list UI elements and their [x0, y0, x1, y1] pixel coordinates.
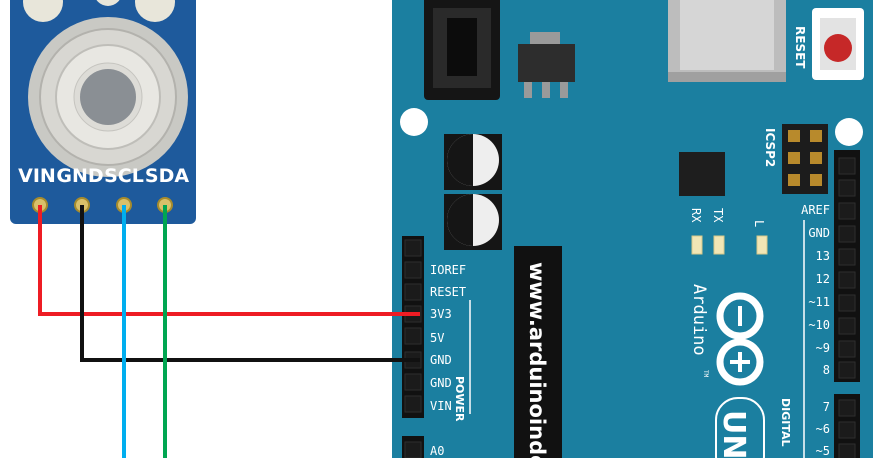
power-header [402, 236, 424, 418]
digital-pin-6: ~6 [816, 422, 830, 436]
website-text: www.arduinoindo [525, 262, 549, 458]
capacitor-bottom [444, 194, 502, 250]
power-pin-reset: RESET [430, 285, 466, 299]
digital-pin-10: ~10 [808, 318, 830, 332]
digital-pin-5: ~5 [816, 444, 830, 458]
analog-pin-a0: A0 [430, 444, 444, 458]
power-pin-gnd-2: GND [430, 376, 452, 390]
reset-label: RESET [793, 26, 807, 69]
power-group-label: POWER [453, 376, 466, 422]
digital-pin-7: 7 [823, 400, 830, 414]
regulator-tab [530, 32, 560, 44]
sensor-pin-label-gnd: GND [56, 165, 103, 187]
rx-label: RX [689, 208, 703, 223]
trademark: TM [702, 370, 709, 378]
digital-pin-12: 12 [816, 272, 830, 286]
sensor-capacitor-right [135, 0, 175, 22]
l-led [756, 235, 768, 255]
digital-pin-aref: AREF [801, 203, 830, 217]
digital-pin-8: 8 [823, 363, 830, 377]
digital-pin-gnd: GND [808, 226, 830, 240]
arduino-brand: Arduino [689, 284, 709, 356]
tx-label: TX [711, 208, 725, 223]
power-pin-5v: 5V [430, 331, 444, 345]
capacitor-top [444, 134, 502, 190]
ir-sensor-lens [80, 69, 136, 125]
sensor-pin-label-vin: VIN [18, 165, 56, 187]
power-pin-3v3: 3V3 [430, 307, 452, 321]
power-pin-gnd-1: GND [430, 353, 452, 367]
sensor-capacitor-left [23, 0, 63, 22]
rx-led [691, 235, 703, 255]
sensor-pin-label-sda: SDA [145, 165, 189, 187]
microcontroller-chip [514, 246, 562, 458]
wire-vin-to-3v3 [38, 205, 420, 316]
digital-label: DIGITAL [779, 398, 792, 447]
wire-gnd-to-gnd [80, 205, 420, 362]
uno-text: UN [716, 410, 751, 458]
power-pin-vin: VIN [430, 399, 452, 413]
arduino-logo [716, 292, 764, 386]
arduino-board: RESET ICSP2 TX RX L www.ard [392, 0, 873, 458]
mounting-hole-left [400, 108, 428, 136]
mounting-hole-right [835, 118, 863, 146]
digital-pin-11: ~11 [808, 295, 830, 309]
l-label: L [752, 220, 766, 227]
sensor-module: VIN GND SCL SDA [10, 0, 196, 224]
usb-interface-chip [679, 152, 725, 196]
reset-button [824, 34, 852, 62]
tx-led [713, 235, 725, 255]
power-pin-ioref: IOREF [430, 263, 466, 277]
sensor-component-top [96, 0, 120, 6]
voltage-regulator [518, 44, 575, 82]
uno-badge [715, 397, 765, 458]
digital-pin-13: 13 [816, 249, 830, 263]
digital-pin-9: ~9 [816, 341, 830, 355]
sensor-pin-label-scl: SCL [104, 165, 144, 187]
icsp2-label: ICSP2 [763, 128, 777, 167]
